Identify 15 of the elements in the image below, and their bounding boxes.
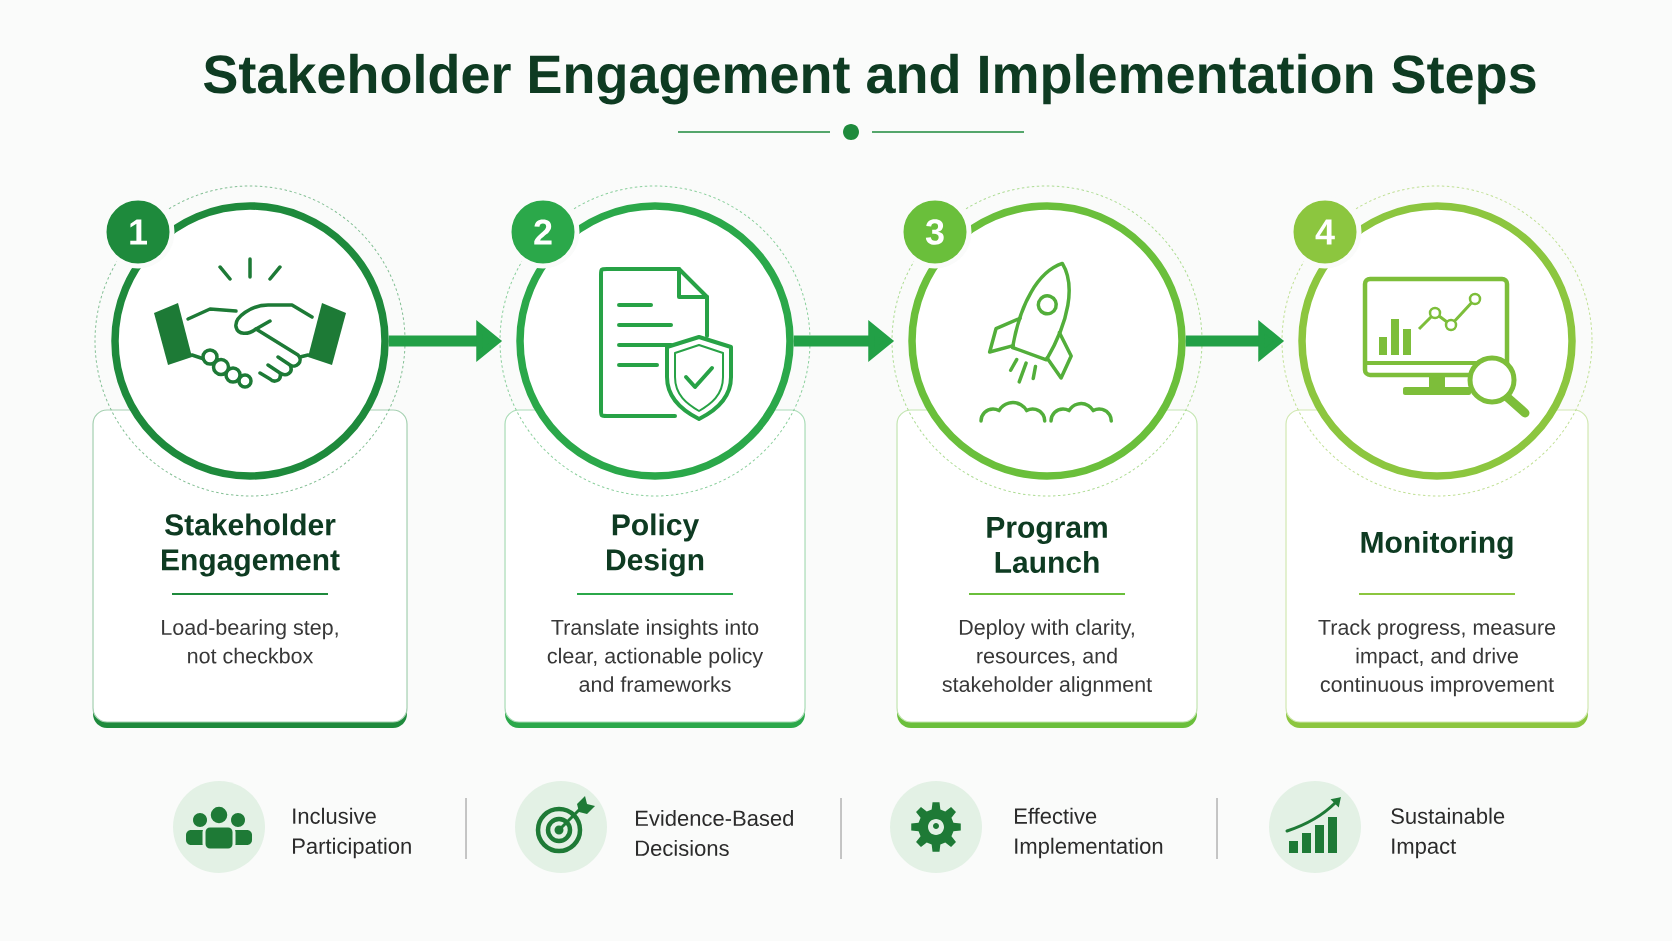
title: Stakeholder Engagement and Implementation Steps <box>203 53 1536 105</box>
feature-label: Effective Implementation <box>1015 807 1163 859</box>
card-text: Track progress, measure impact, and drive continuous improvement <box>1318 619 1556 697</box>
card-title: Program Launch <box>987 517 1107 573</box>
feature-label: Evidence-Based Decisions <box>636 809 793 857</box>
step-circle <box>908 202 1186 480</box>
card-text: Deploy with clarity, resources, and stakeholder alignment <box>942 619 1152 697</box>
step-circle <box>111 202 389 480</box>
card-text: Load-bearing step, not checkbox <box>162 619 338 664</box>
card-title: Stakeholder Engagement <box>162 513 340 577</box>
feature-label: Inclusive Participation <box>293 807 411 859</box>
card-title: Policy Design <box>607 513 704 577</box>
feature-label: Sustainable Impact <box>1391 807 1505 859</box>
card-title: Monitoring <box>1361 530 1513 560</box>
card-text: Translate insights into clear, actionable policy and frameworks <box>547 619 764 692</box>
